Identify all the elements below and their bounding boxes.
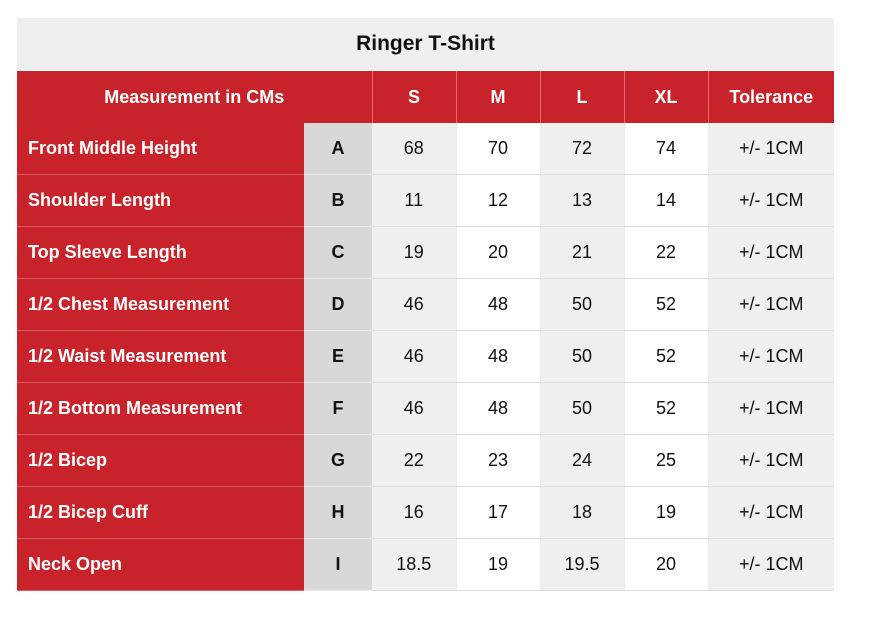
tolerance-value: +/- 1CM xyxy=(708,382,835,435)
value-size-m: 23 xyxy=(456,434,541,487)
value-size-m: 17 xyxy=(456,486,541,539)
value-size-xl: 52 xyxy=(624,278,709,331)
value-size-s: 11 xyxy=(372,174,457,227)
measurement-name: Top Sleeve Length xyxy=(17,226,304,279)
value-size-l: 13 xyxy=(540,174,625,227)
header-tolerance: Tolerance xyxy=(708,71,835,123)
measurement-code: D xyxy=(304,278,373,331)
value-size-l: 21 xyxy=(540,226,625,279)
tolerance-value: +/- 1CM xyxy=(708,226,835,279)
value-size-xl: 14 xyxy=(624,174,709,227)
value-size-m: 48 xyxy=(456,330,541,383)
value-size-l: 18 xyxy=(540,486,625,539)
header-size-xl: XL xyxy=(624,71,709,123)
measurement-code: G xyxy=(304,434,373,487)
header-size-l: L xyxy=(540,71,625,123)
measurement-code: E xyxy=(304,330,373,383)
tolerance-value: +/- 1CM xyxy=(708,434,835,487)
measurement-name: 1/2 Bicep Cuff xyxy=(17,486,304,539)
tolerance-value: +/- 1CM xyxy=(708,486,835,539)
value-size-m: 12 xyxy=(456,174,541,227)
size-chart: Ringer T-Shirt Measurement in CMs S M L … xyxy=(17,18,835,591)
value-size-s: 16 xyxy=(372,486,457,539)
measurement-name: 1/2 Bicep xyxy=(17,434,304,487)
measurement-code: H xyxy=(304,486,373,539)
value-size-xl: 20 xyxy=(624,538,709,591)
value-size-s: 18.5 xyxy=(372,538,457,591)
tolerance-value: +/- 1CM xyxy=(708,278,835,331)
measurement-code: I xyxy=(304,538,373,591)
measurement-code: C xyxy=(304,226,373,279)
header-measurement: Measurement in CMs xyxy=(17,71,373,123)
value-size-l: 72 xyxy=(540,123,625,175)
value-size-l: 50 xyxy=(540,382,625,435)
value-size-s: 46 xyxy=(372,382,457,435)
measurement-code: F xyxy=(304,382,373,435)
value-size-xl: 25 xyxy=(624,434,709,487)
value-size-xl: 74 xyxy=(624,123,709,175)
value-size-m: 70 xyxy=(456,123,541,175)
tolerance-value: +/- 1CM xyxy=(708,538,835,591)
value-size-s: 46 xyxy=(372,330,457,383)
tolerance-value: +/- 1CM xyxy=(708,330,835,383)
value-size-m: 48 xyxy=(456,278,541,331)
tolerance-value: +/- 1CM xyxy=(708,174,835,227)
value-size-s: 68 xyxy=(372,123,457,175)
measurement-name: Front Middle Height xyxy=(17,123,304,175)
value-size-l: 19.5 xyxy=(540,538,625,591)
measurement-name: Shoulder Length xyxy=(17,174,304,227)
value-size-l: 50 xyxy=(540,278,625,331)
value-size-s: 22 xyxy=(372,434,457,487)
value-size-l: 24 xyxy=(540,434,625,487)
value-size-m: 20 xyxy=(456,226,541,279)
tolerance-value: +/- 1CM xyxy=(708,123,835,175)
measurement-name: 1/2 Bottom Measurement xyxy=(17,382,304,435)
value-size-m: 48 xyxy=(456,382,541,435)
header-size-m: M xyxy=(456,71,541,123)
header-size-s: S xyxy=(372,71,457,123)
value-size-xl: 52 xyxy=(624,330,709,383)
value-size-m: 19 xyxy=(456,538,541,591)
measurement-name: 1/2 Waist Measurement xyxy=(17,330,304,383)
chart-title: Ringer T-Shirt xyxy=(17,18,834,71)
size-table: Measurement in CMs S M L XL Tolerance Fr… xyxy=(17,71,835,591)
measurement-code: A xyxy=(304,123,373,175)
value-size-s: 19 xyxy=(372,226,457,279)
measurement-name: 1/2 Chest Measurement xyxy=(17,278,304,331)
value-size-xl: 52 xyxy=(624,382,709,435)
value-size-xl: 22 xyxy=(624,226,709,279)
value-size-l: 50 xyxy=(540,330,625,383)
value-size-s: 46 xyxy=(372,278,457,331)
value-size-xl: 19 xyxy=(624,486,709,539)
header-row: Measurement in CMs S M L XL Tolerance xyxy=(17,71,835,123)
measurement-code: B xyxy=(304,174,373,227)
measurement-name: Neck Open xyxy=(17,538,304,591)
